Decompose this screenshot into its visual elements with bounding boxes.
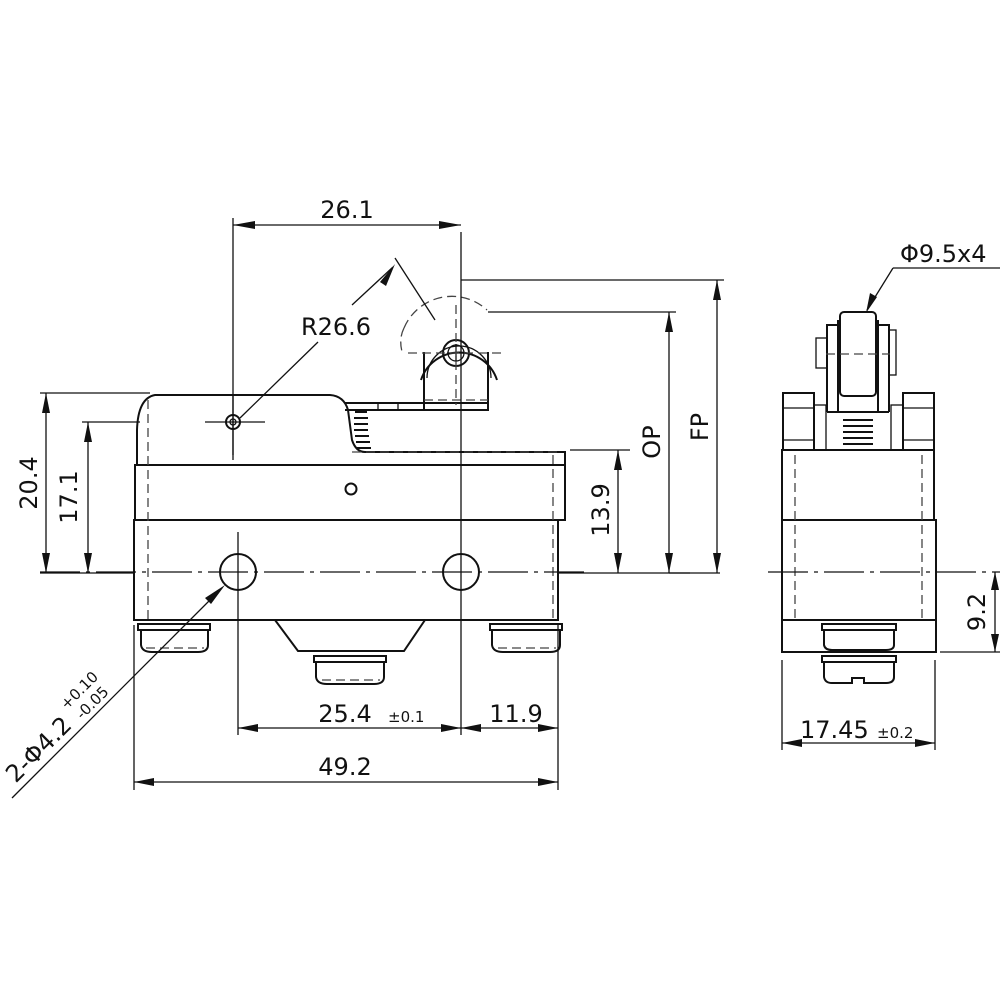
terminal-center [313,655,387,685]
dim-pivot-height: 17.1 [55,470,83,523]
plunger-hole [344,482,358,496]
dim-hole-spacing: 25.4 [318,700,371,728]
side-base-body [781,519,937,621]
front-view [40,232,590,735]
side-spring-icon [843,419,873,445]
dim-hole-spacing-value: 25.4 [318,700,371,728]
dim-operating-position: OP [638,425,666,458]
terminal-left [137,623,211,653]
free-position-arc [403,295,488,329]
dim-width: 17.45 [800,716,869,744]
dim-total-height: 20.4 [15,456,43,509]
dim-free-position: FP [686,413,714,441]
side-view [768,311,1000,684]
terminal-right [489,623,563,653]
dim-plunger-height: 13.9 [587,483,615,536]
side-upper-band [781,449,935,521]
dim-width-tol: ±0.2 [877,724,913,742]
dim-mounting-hole: 2-Φ4.2 +0.10 -0.05 [0,668,112,788]
side-roller-bracket [826,324,890,412]
dim-lever-pivot-to-roller: 26.1 [320,196,373,224]
side-bottom-plate [781,619,937,653]
side-terminal-bottom [821,655,897,684]
svg-text:2-Φ4.2: 2-Φ4.2 [0,711,77,788]
dim-hole-spacing-tol: ±0.1 [388,708,424,726]
front-dimensions: 26.1 R26.6 20.4 17.1 13.9 OP [0,196,724,799]
actuator-housing [136,394,566,465]
lever-arm [345,402,489,411]
switch-base-body [133,519,559,621]
dim-lever-radius: R26.6 [301,313,371,341]
terminal-recess [274,619,426,652]
switch-upper-band [134,464,566,521]
spring-icon [354,411,371,449]
side-terminal-top [821,623,897,651]
dim-hole-to-edge: 11.9 [489,700,542,728]
dim-hole-to-bottom: 9.2 [963,593,991,631]
dim-roller-spec: Φ9.5x4 [900,240,987,268]
side-dimensions: Φ9.5x4 9.2 17.45 ±0.2 [781,240,1000,750]
dim-overall-length: 49.2 [318,753,371,781]
